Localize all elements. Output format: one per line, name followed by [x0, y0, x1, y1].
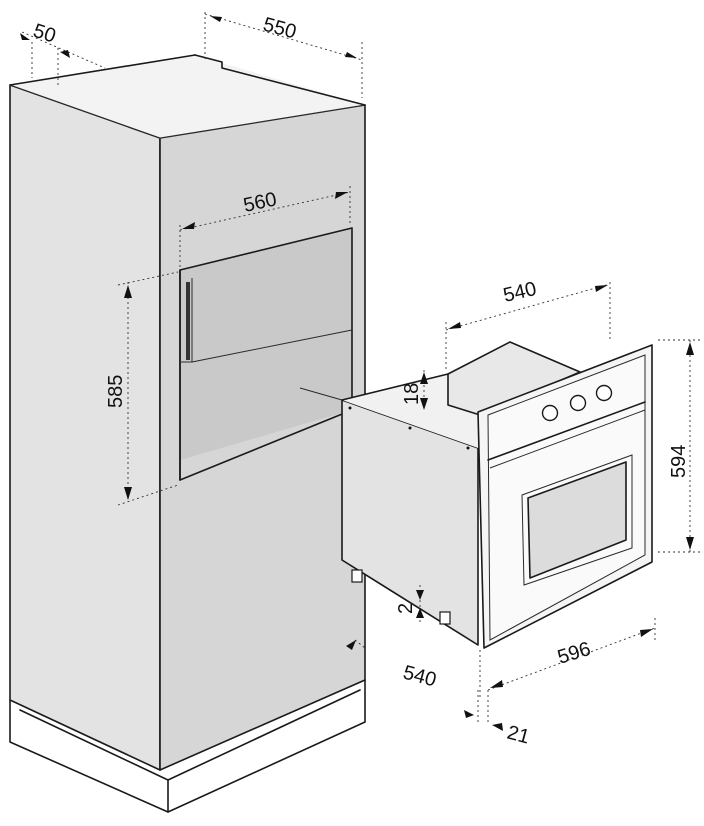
- dim-front-thickness: 21: [505, 722, 532, 749]
- oven-knob-left: [541, 404, 559, 422]
- dim-min-depth: 540: [401, 662, 439, 692]
- oven-knob-middle: [569, 394, 587, 412]
- niche-back-wall: [180, 228, 352, 460]
- oven: [299, 341, 653, 649]
- oven-knob-right: [595, 384, 613, 402]
- dim-cabinet-depth: 550: [261, 14, 299, 44]
- cabinet-top-face: [10, 55, 365, 138]
- dimension-lines: [20, 12, 700, 731]
- dim-niche-height: 585: [105, 375, 127, 408]
- cabinet-side-face: [10, 85, 160, 770]
- dim-top-offset: 50: [30, 20, 58, 48]
- dim-oven-width: 596: [555, 638, 593, 669]
- dim-oven-depth: 540: [501, 278, 538, 307]
- oven-side-face: [342, 400, 478, 645]
- dim-control-gap: 18: [401, 383, 423, 405]
- oven-top-cover: [448, 342, 580, 415]
- dim-bottom-gap: 2: [395, 603, 417, 614]
- dim-oven-height: 594: [668, 445, 690, 478]
